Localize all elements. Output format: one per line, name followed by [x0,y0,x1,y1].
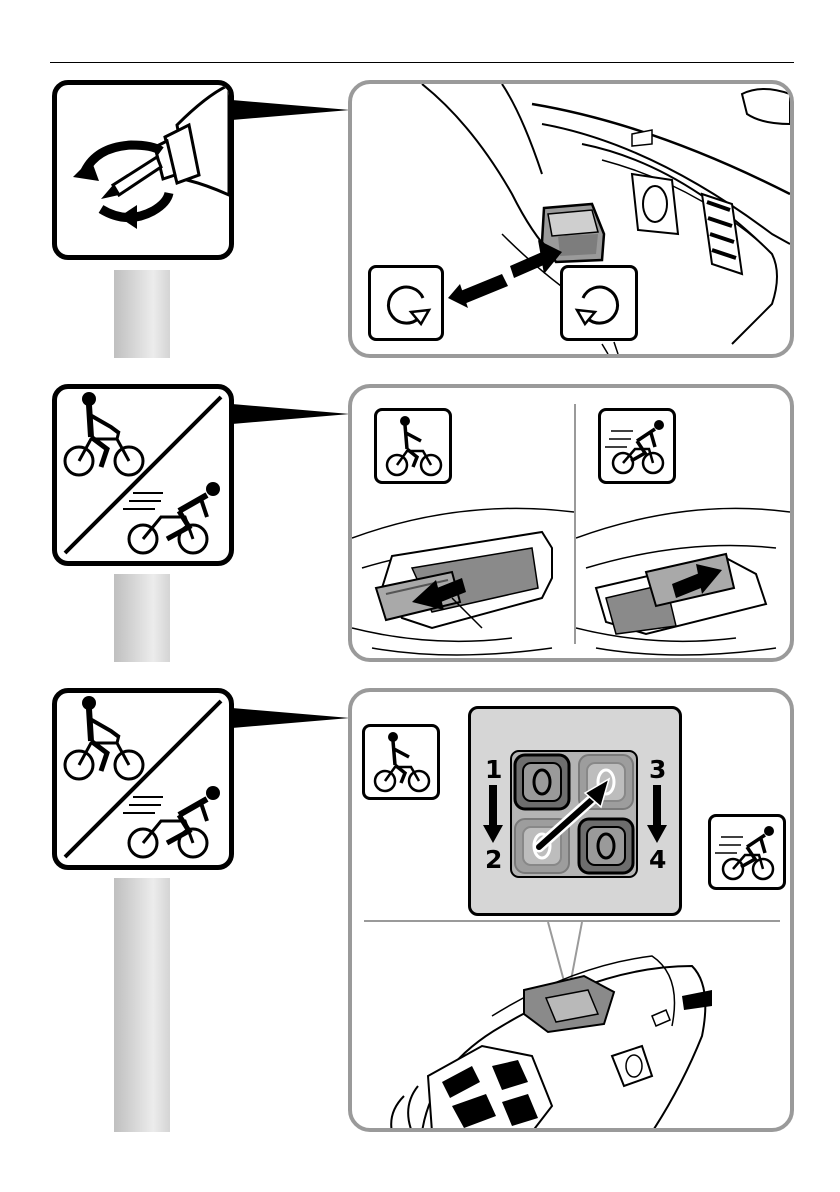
drill-bit-rotation-icon [57,85,229,255]
fast-cyclist-icon [601,411,673,481]
step2-icon-box [52,384,234,566]
sequence-number-2: 2 [485,845,502,874]
rotate-clockwise-icon [371,268,441,338]
sequence-number-1: 1 [485,755,502,784]
speed-selection-icon-2 [57,693,229,865]
step3-stem [114,878,170,1132]
sequence-number-4: 4 [649,845,666,874]
step1-panel [348,80,794,358]
slow-cyclist-figure [65,392,143,475]
fast-speed-badge [598,408,676,484]
slow-speed-badge [374,408,452,484]
step3-panel: 1 2 3 4 [348,688,794,1132]
step2-stem [114,574,170,662]
step3-pointer [232,704,352,734]
slow-cyclist-icon [377,411,449,481]
gear-sequence-inset: 1 2 3 4 [468,706,682,916]
fast-cyclist-icon [711,817,783,887]
gear-sequence-diagram [509,749,639,879]
slow-speed-badge-2 [362,724,440,800]
down-arrow-left-icon [483,785,503,845]
drill-top-view-illustration [352,906,790,1132]
rotate-counterclockwise-button [560,265,638,341]
step1-pointer [232,96,352,126]
step1-stem [114,270,170,358]
step2-pointer [232,400,352,430]
gear-switch-slow-illustration [352,498,574,662]
speed-selection-icon [57,389,229,561]
step2-panel [348,384,794,662]
down-arrow-right-icon [647,785,667,845]
step3-icon-box [52,688,234,870]
slow-cyclist-icon [365,727,437,797]
fast-speed-badge-2 [708,814,786,890]
step1-icon-box [52,80,234,260]
header-rule [50,62,794,63]
rotate-clockwise-button [368,265,444,341]
sequence-number-3: 3 [649,755,666,784]
fast-cyclist-figure [123,482,220,553]
gear-switch-fast-illustration [576,498,790,662]
rotate-counterclockwise-icon [563,268,635,338]
